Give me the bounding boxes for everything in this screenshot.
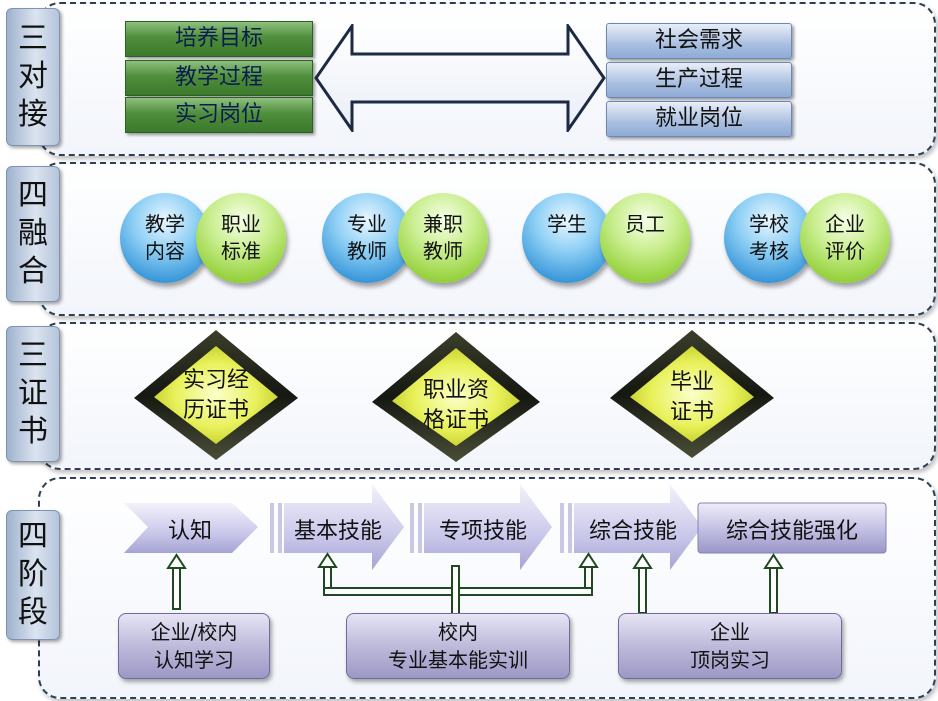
circle-text: 员工 [625,212,665,236]
stage-label: 专项技能 [438,519,527,544]
certificate-label: 实习经 历证书 [166,366,266,426]
docking-left-item: 实习岗位 [125,97,313,133]
docking-right-item: 生产过程 [606,62,792,98]
stage-arrow [270,484,404,570]
section-label-stages: 四 阶 段 [6,510,60,640]
certificate-text: 证书 [669,400,714,425]
training-box: 校内 专业基本能实训 [346,613,570,679]
stage-label: 综合技能强化 [725,519,858,544]
certificate-diamond [134,330,298,460]
label-char: 对 [18,59,48,94]
docking-right-item: 就业岗位 [606,101,792,137]
certificate-text: 实习经 [182,368,249,393]
circle-text: 学生 [547,212,587,236]
training-text: 企业 [710,620,750,644]
fusion-circle-blue: 学生 [522,193,612,283]
training-text: 认知学习 [154,648,234,672]
section-label-fusion: 四 融 合 [6,166,60,302]
label-char: 段 [18,595,48,630]
circle-text: 专业 [347,212,387,236]
label-char: 四 [18,178,48,213]
certificate-label: 毕业 证书 [642,368,742,428]
label-char: 书 [18,414,48,449]
fusion-circle-green: 员工 [600,193,690,283]
fusion-circle-green: 职业标准 [196,193,286,283]
docking-left-item: 教学过程 [125,60,313,96]
stage-label: 基本技能 [293,519,382,544]
circle-text: 教师 [347,239,387,263]
training-text: 顶岗实习 [690,648,770,672]
certificate-text: 毕业 [669,370,714,395]
label-char: 四 [18,519,48,554]
stage-final-box [697,502,887,554]
circle-text: 评价 [825,239,865,263]
fusion-circle-green: 企业评价 [800,193,890,283]
circle-text: 企业 [825,212,865,236]
circle-text: 考核 [749,239,789,263]
section-label-docking: 三 对 接 [6,8,60,146]
label-char: 接 [18,97,48,132]
certificate-diamond [372,332,540,462]
label-char: 证 [18,376,48,411]
docking-right-item: 社会需求 [606,23,792,59]
certificate-text: 历证书 [182,398,249,423]
label-char: 阶 [18,557,48,592]
certificate-text: 职业资 [422,378,489,403]
training-text: 专业基本能实训 [388,648,528,672]
training-text: 校内 [438,620,478,644]
fusion-circle-blue: 专业教师 [322,193,412,283]
label-char: 融 [18,216,48,251]
stage-arrow [560,484,702,570]
label-char: 三 [18,338,48,373]
fusion-circle-green: 兼职教师 [398,193,488,283]
circle-text: 职业 [221,212,261,236]
docking-left-item: 培养目标 [125,21,313,57]
double-arrow-icon [314,24,606,132]
label-char: 合 [18,254,48,289]
label-char: 三 [18,21,48,56]
training-text: 企业/校内 [150,620,238,644]
training-box: 企业 顶岗实习 [618,613,842,679]
circle-text: 教学 [145,212,185,236]
circle-text: 学校 [749,212,789,236]
circle-text: 兼职 [423,212,463,236]
circle-text: 标准 [221,239,261,263]
training-box: 企业/校内 认知学习 [118,613,270,679]
circle-text: 内容 [145,239,185,263]
certificate-label: 职业资 格证书 [406,376,506,436]
circle-text: 教师 [423,239,463,263]
stage-arrow [410,484,552,570]
stage-label: 综合技能 [588,519,677,544]
fusion-circle-blue: 学校考核 [724,193,814,283]
section-label-certificates: 三 证 书 [6,326,60,462]
stage-label: 认知 [167,519,212,544]
certificate-diamond [610,330,774,458]
fusion-circle-blue: 教学内容 [120,193,210,283]
certificate-text: 格证书 [422,408,489,433]
stage-chevron [124,503,258,553]
